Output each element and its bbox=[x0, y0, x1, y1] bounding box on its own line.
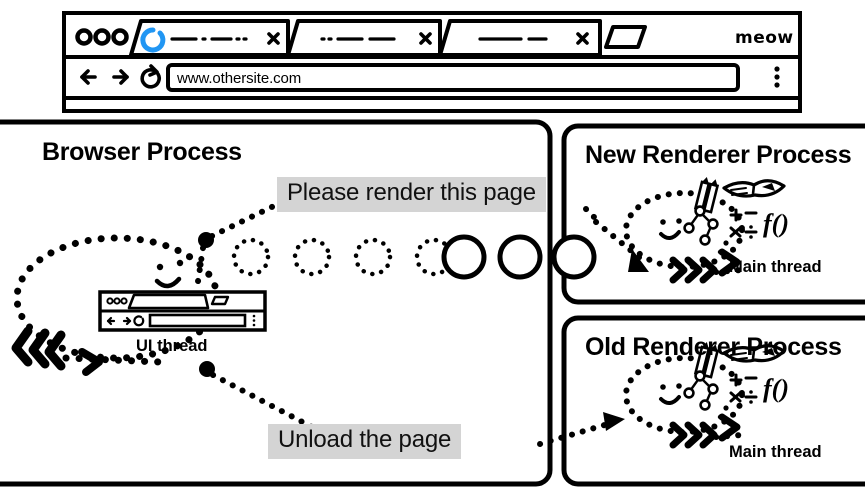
ui-thread-browser-icon bbox=[98, 290, 267, 332]
browser-brand-label: meow bbox=[735, 28, 794, 48]
nav-forward-icon[interactable] bbox=[112, 69, 129, 85]
new-renderer-work-icons: f() bbox=[683, 177, 789, 255]
svg-text:f(): f() bbox=[763, 209, 789, 238]
panel-old-renderer-process bbox=[561, 315, 865, 487]
leader-render-to-arrow bbox=[583, 206, 600, 223]
window-buttons[interactable] bbox=[75, 28, 129, 46]
panel-title-browser-process: Browser Process bbox=[42, 138, 242, 166]
leader-render-label bbox=[209, 200, 283, 239]
new-tab-button[interactable] bbox=[604, 25, 647, 49]
tab-3[interactable] bbox=[438, 19, 602, 57]
leader-unload-label bbox=[210, 372, 315, 430]
browser-menu-icon[interactable] bbox=[774, 66, 780, 88]
new-renderer-dotted-tail bbox=[713, 267, 745, 275]
message-unload-page: Unload the page bbox=[268, 424, 462, 459]
nav-back-icon[interactable] bbox=[80, 69, 97, 85]
message-render-page: Please render this page bbox=[277, 177, 546, 212]
new-renderer-face-icon bbox=[659, 218, 682, 240]
tab-2[interactable] bbox=[286, 19, 442, 57]
tab-loading-spinner-icon bbox=[140, 27, 166, 53]
arrow-to-new-renderer bbox=[593, 219, 649, 272]
svg-text:f(): f() bbox=[763, 374, 789, 403]
tab-close-icon[interactable] bbox=[576, 32, 589, 45]
old-renderer-dotted-tail bbox=[713, 432, 745, 440]
ui-thread-label: UI thread bbox=[136, 337, 208, 355]
old-renderer-work-icons: f() bbox=[683, 342, 789, 420]
arrow-to-old-renderer bbox=[537, 412, 625, 447]
nav-reload-icon[interactable] bbox=[140, 64, 161, 89]
panel-title-new-renderer: New Renderer Process bbox=[585, 141, 852, 169]
incoming-dotted-tail bbox=[62, 354, 164, 366]
tab-close-icon[interactable] bbox=[267, 32, 280, 45]
incoming-chevrons-icon bbox=[11, 326, 66, 371]
url-bar[interactable] bbox=[166, 63, 740, 92]
tab-active[interactable] bbox=[129, 19, 290, 57]
new-renderer-thread-label: Main thread bbox=[729, 258, 822, 276]
ui-thread-face-icon bbox=[154, 259, 184, 289]
leader-render-queue bbox=[194, 245, 206, 291]
panel-title-old-renderer: Old Renderer Process bbox=[585, 333, 842, 361]
old-renderer-thread-label: Main thread bbox=[729, 443, 822, 461]
panel-browser-process bbox=[0, 119, 553, 487]
task-queue bbox=[231, 234, 597, 280]
old-renderer-face-icon bbox=[659, 383, 682, 405]
url-text[interactable]: www.othersite.com bbox=[177, 70, 302, 87]
tab-close-icon[interactable] bbox=[419, 32, 432, 45]
